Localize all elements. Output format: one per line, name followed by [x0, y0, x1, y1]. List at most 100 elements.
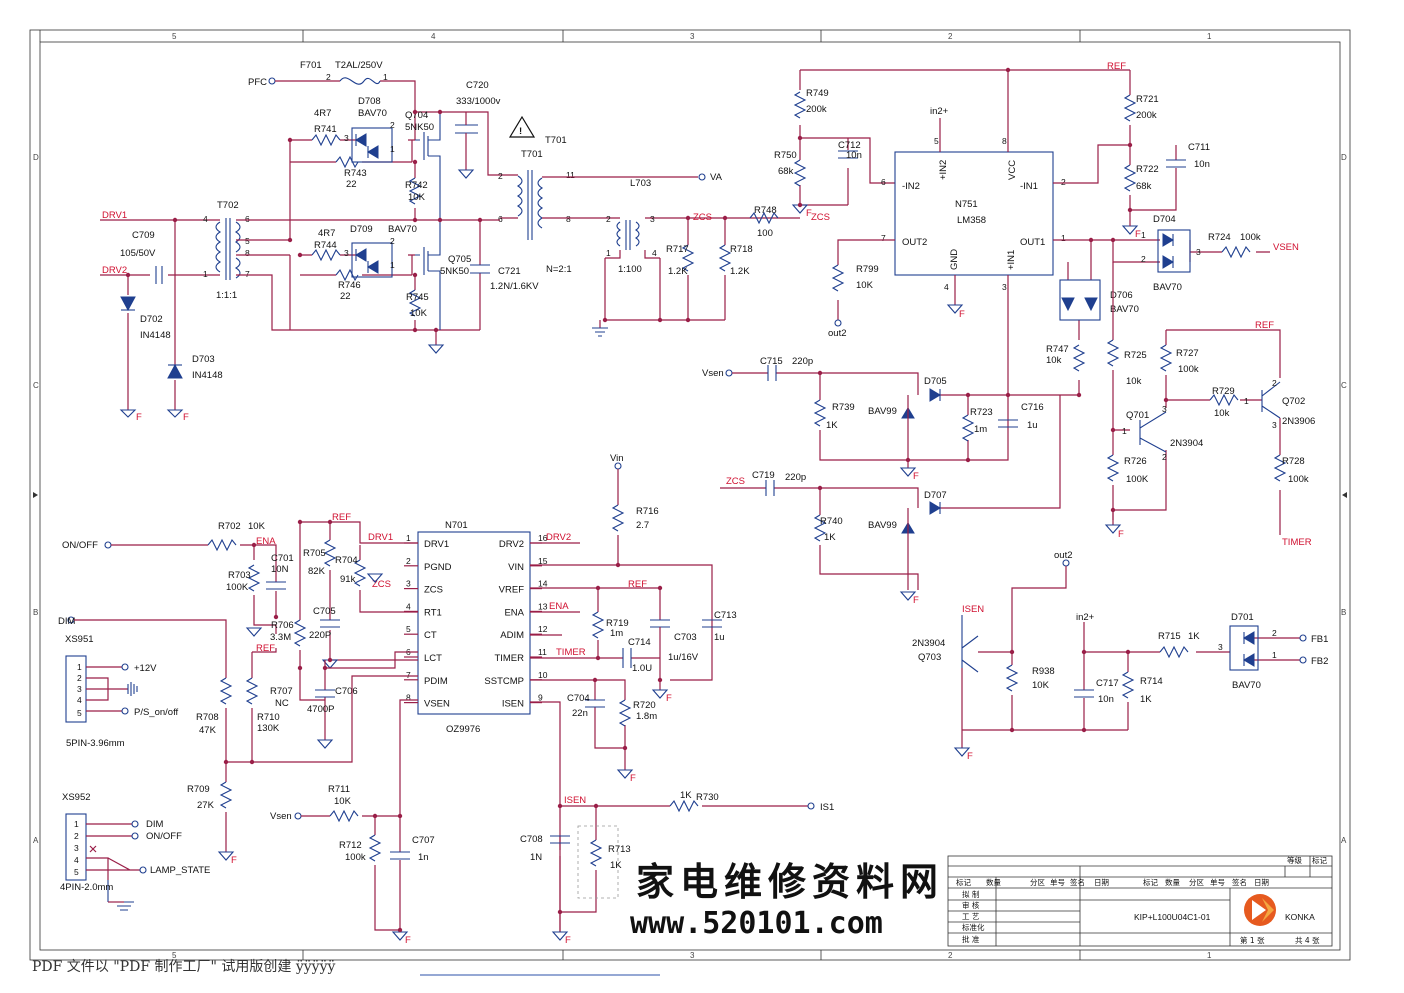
xs951-ref: XS951: [65, 634, 94, 645]
svg-text:2: 2: [390, 236, 395, 246]
resistor-r741: [311, 133, 341, 147]
net-drv1: DRV1: [102, 210, 127, 221]
resistor-r743: [335, 155, 359, 169]
ic-pin-name: TIMER: [494, 653, 524, 664]
ground-icon: [119, 409, 137, 418]
r722-value: 68k: [1136, 181, 1152, 192]
c715-value: 220p: [792, 356, 813, 367]
resistor-r745: [408, 289, 422, 317]
opamp-section: REF R749 200k R750 68k C712 10n F N751 L…: [774, 61, 1299, 396]
svg-text:日期: 日期: [1094, 878, 1109, 887]
d709-ref: D709: [350, 224, 373, 235]
col-1: 1: [1207, 32, 1212, 41]
net-dim: DIM: [58, 616, 76, 627]
bav99-1: BAV99: [868, 406, 897, 417]
net-onoff: ON/OFF: [62, 540, 98, 551]
r710-ref: R710: [257, 712, 280, 723]
n751-ref: N751: [955, 199, 978, 210]
resistor-r723: [961, 414, 975, 442]
r744-ref: R744: [314, 240, 337, 251]
net-fb2: FB2: [1311, 656, 1328, 667]
resistor-r748: [749, 211, 779, 225]
d701-value: BAV70: [1232, 680, 1261, 691]
net-vsen-2: Vsen: [270, 811, 292, 822]
svg-text:F: F: [405, 935, 411, 946]
svg-text:1: 1: [383, 72, 388, 82]
r720-ref: R720: [633, 700, 656, 711]
connector-xs951: [65, 655, 87, 723]
net-isen-2: ISEN: [962, 604, 984, 615]
xs951-label-5: P/S_on/off: [134, 707, 179, 718]
net-ref-3: REF: [332, 512, 351, 523]
col-4: 4: [431, 32, 436, 41]
t702-ref: T702: [217, 200, 239, 211]
ground-icon: [899, 467, 917, 477]
svg-text:标记: 标记: [956, 877, 971, 887]
net-drv2-ic: DRV2: [546, 532, 571, 543]
svg-text:2: 2: [74, 831, 79, 841]
r728-ref: R728: [1282, 456, 1305, 467]
r718-ref: R718: [730, 244, 753, 255]
r725-ref: R725: [1124, 350, 1147, 361]
r748-value: 100: [757, 228, 773, 239]
svg-text:2: 2: [1141, 254, 1146, 264]
c714-ref: C714: [628, 637, 651, 648]
c705-ref: C705: [313, 606, 336, 617]
d708-value: BAV70: [358, 108, 387, 119]
c709-value: 105/50V: [120, 248, 156, 259]
r725-value: 10k: [1126, 376, 1142, 387]
r721-ref: R721: [1136, 94, 1159, 105]
transistor-q703: [961, 615, 979, 673]
r703-value: 100K: [226, 582, 249, 593]
konka-logo: [1244, 894, 1276, 926]
r715-value: 1K: [1188, 631, 1200, 642]
pin-out2: OUT2: [902, 237, 927, 248]
svg-text:1: 1: [390, 144, 395, 154]
r713-value: 1K: [610, 860, 622, 871]
net-timer: TIMER: [1282, 537, 1312, 548]
ic-pin-number: 7: [406, 670, 411, 680]
ct-ratio: 1:100: [618, 264, 642, 275]
r730-ref: R730: [696, 792, 719, 803]
resistor-r706: [293, 619, 307, 647]
ic-pin-name: DRV2: [499, 539, 524, 550]
svg-text:2: 2: [390, 120, 395, 130]
row-d-right: D: [1341, 153, 1347, 162]
row-b: B: [33, 608, 38, 617]
resistor-r938: [1005, 664, 1019, 692]
ic-pin-number: 1: [406, 533, 411, 543]
transistor-q702: [1261, 381, 1281, 419]
svg-text:F: F: [136, 412, 142, 423]
t701-ratio: N=2:1: [546, 264, 572, 275]
svg-text:批 准: 批 准: [962, 934, 980, 944]
c719-ref: C719: [752, 470, 775, 481]
r723-ref: R723: [970, 407, 993, 418]
xs952-label-lamp: LAMP_STATE: [150, 865, 210, 876]
resistor-r710: [245, 677, 259, 705]
svg-text:2: 2: [1272, 628, 1277, 638]
out2-terminal: [834, 319, 842, 327]
pdf-footer: PDF 文件以 "PDF 制作工厂" 试用版创建 ÿÿÿÿÿ: [32, 959, 335, 975]
t701-ref: T701: [545, 135, 567, 146]
ground-icon: [946, 304, 964, 314]
r750-ref: R750: [774, 150, 797, 161]
net-vsen: VSEN: [1273, 242, 1299, 253]
r750-value: 68k: [778, 166, 794, 177]
diode-d709: [351, 242, 393, 278]
tb-brand: KONKA: [1285, 912, 1315, 922]
svg-text:2: 2: [498, 171, 503, 181]
r745-ref: R745: [406, 292, 429, 303]
svg-text:5: 5: [77, 708, 82, 718]
svg-text:1: 1: [606, 248, 611, 258]
c709-ref: C709: [132, 230, 155, 241]
pin-out1: OUT1: [1020, 237, 1045, 248]
pin-in2p: +IN2: [938, 160, 949, 180]
svg-text:1: 1: [77, 662, 82, 672]
svg-text:3: 3: [1218, 642, 1223, 652]
pin-gnd: GND: [949, 249, 960, 270]
d704-ref: D704: [1153, 214, 1176, 225]
bav99-2: BAV99: [868, 520, 897, 531]
resistor-r717: [681, 244, 695, 272]
net-timer-ic: TIMER: [556, 647, 586, 658]
r726-value: 100K: [1126, 474, 1149, 485]
